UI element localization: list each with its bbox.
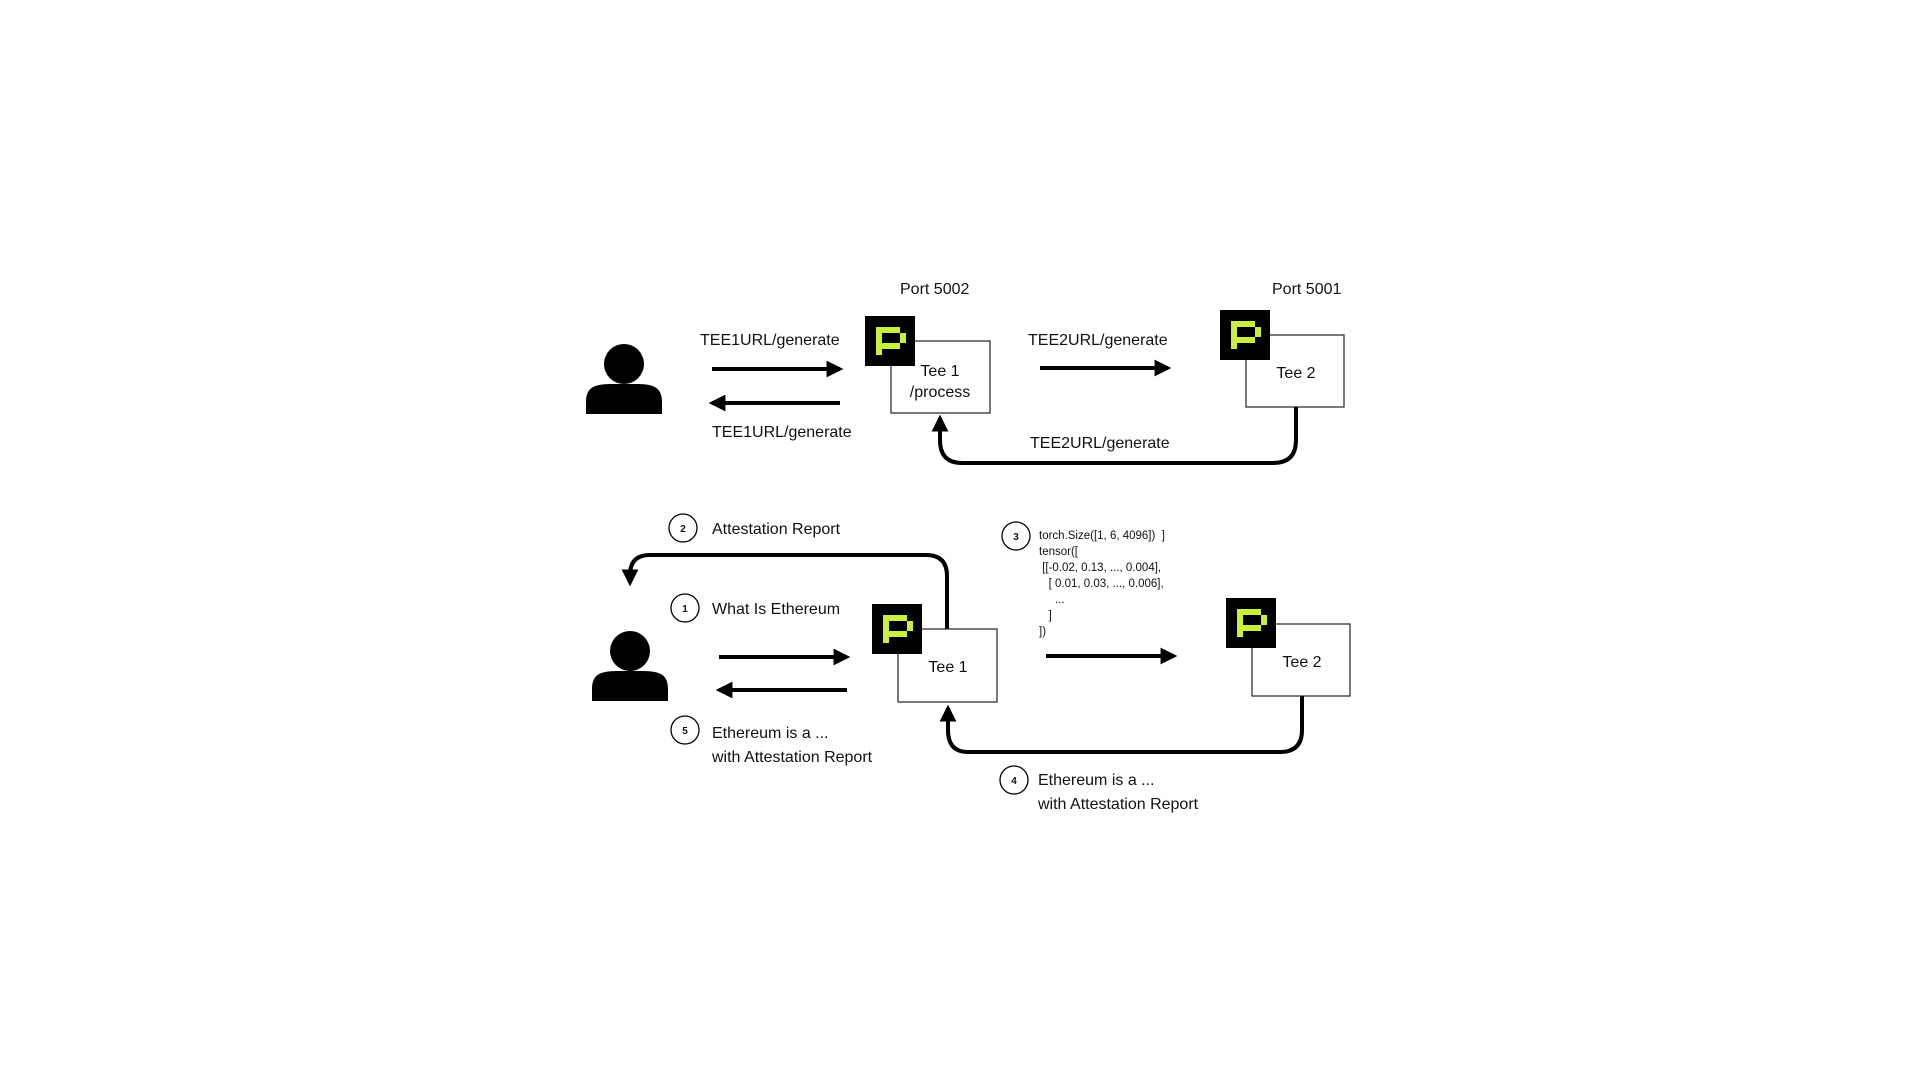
attestation-arrow xyxy=(621,553,949,629)
port-tee2-label: Port 5001 xyxy=(1272,281,1341,298)
tensor-line: ]) xyxy=(1039,626,1046,638)
step-5-label-line1: Ethereum is a ... xyxy=(712,725,829,742)
tensor-block: torch.Size([1, 6, 4096]) ] tensor([ [[-0… xyxy=(1039,530,1165,638)
tee2-logo-icon xyxy=(1226,598,1276,648)
step-3-badge: 3 xyxy=(1001,521,1031,551)
bottom-flow: 2 Attestation Report 1 What Is Ethereum … xyxy=(592,513,1351,813)
top-flow: TEE1URL/generate TEE1URL/generate Port 5… xyxy=(586,281,1345,465)
step-4-label-line1: Ethereum is a ... xyxy=(1038,772,1155,789)
step-5-badge: 5 xyxy=(670,715,700,745)
svg-text:3: 3 xyxy=(1013,532,1019,543)
tensor-line: torch.Size([1, 6, 4096]) ] xyxy=(1039,530,1165,542)
tee1-label: Tee 1 xyxy=(928,659,967,676)
svg-text:5: 5 xyxy=(682,726,688,737)
tee2-label: Tee 2 xyxy=(1282,654,1321,671)
tee2-logo-icon xyxy=(1220,310,1270,360)
step-5-label-line2: with Attestation Report xyxy=(711,749,873,766)
forward-label: TEE2URL/generate xyxy=(1028,332,1168,349)
tensor-line: ... xyxy=(1039,594,1065,606)
response-label: TEE1URL/generate xyxy=(712,424,852,441)
svg-text:4: 4 xyxy=(1011,776,1017,787)
tee1-logo-icon xyxy=(872,604,922,654)
step-4-badge: 4 xyxy=(999,765,1029,795)
tensor-line: [[-0.02, 0.13, ..., 0.004], xyxy=(1039,562,1161,574)
tee1-logo-icon xyxy=(865,316,915,366)
tensor-line: ] xyxy=(1039,610,1052,622)
user-icon xyxy=(586,344,662,414)
step-1-label: What Is Ethereum xyxy=(712,601,840,618)
tensor-line: [ 0.01, 0.03, ..., 0.006], xyxy=(1039,578,1164,590)
answer-return-arrow xyxy=(939,696,1304,754)
tensor-line: tensor([ xyxy=(1039,546,1079,558)
tee2-label: Tee 2 xyxy=(1276,365,1315,382)
step-1-badge: 1 xyxy=(670,593,700,623)
svg-text:1: 1 xyxy=(682,604,688,615)
step-2-label: Attestation Report xyxy=(712,521,841,538)
step-2-badge: 2 xyxy=(668,513,698,543)
tee2-box xyxy=(1245,334,1345,408)
request-label: TEE1URL/generate xyxy=(700,332,840,349)
return-label: TEE2URL/generate xyxy=(1030,435,1170,452)
port-tee1-label: Port 5002 xyxy=(900,281,969,298)
step-4-label-line2: with Attestation Report xyxy=(1037,796,1199,813)
tee1-process-label: /process xyxy=(910,384,970,401)
tee1-label: Tee 1 xyxy=(920,363,959,380)
return-arrow xyxy=(931,407,1298,465)
svg-text:2: 2 xyxy=(680,524,686,535)
user-icon xyxy=(592,631,668,701)
